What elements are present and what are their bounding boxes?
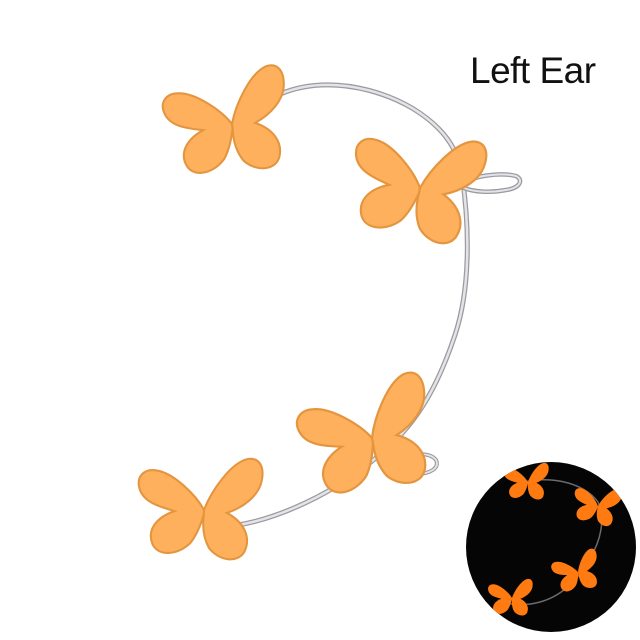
wire-frame: [221, 82, 523, 529]
butterfly-top-left: [158, 62, 297, 183]
butterfly-middle: [290, 369, 444, 505]
glow-butterfly-2: [569, 481, 623, 528]
glow-illustration: [488, 462, 623, 616]
butterfly-bottom-left: [135, 453, 265, 562]
glow-butterfly-3: [549, 547, 604, 596]
glow-in-dark-inset: [466, 462, 636, 632]
glow-butterfly-4: [488, 578, 533, 616]
side-label: Left Ear: [470, 50, 596, 91]
glow-butterfly-1: [504, 462, 549, 500]
